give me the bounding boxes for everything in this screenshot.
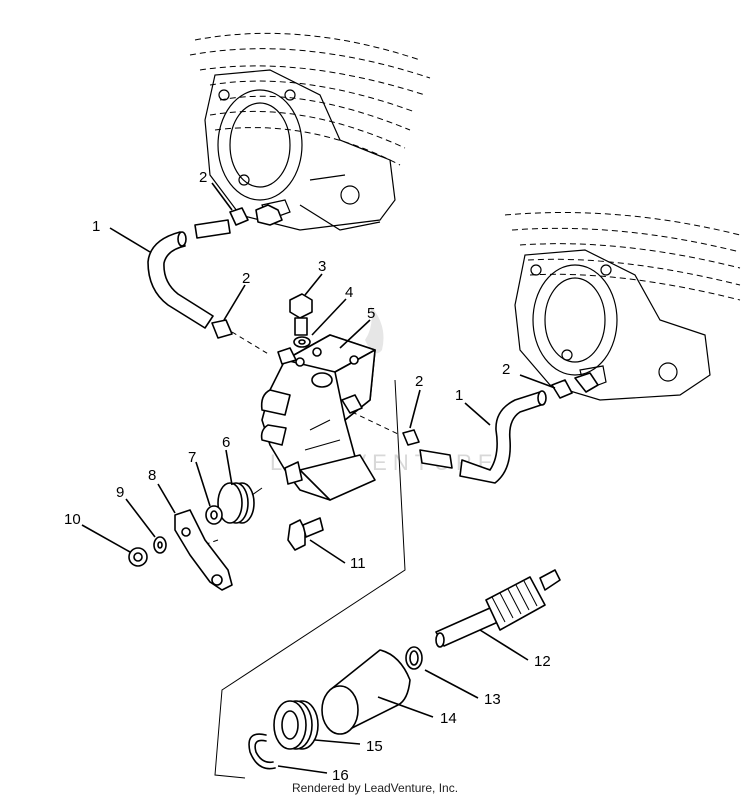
callout-12: 12 (534, 653, 551, 670)
callout-6: 6 (222, 434, 230, 451)
drive-sleeve (321, 649, 411, 735)
callout-9: 9 (116, 484, 124, 501)
render-credit: Rendered by LeadVenture, Inc. (291, 781, 459, 795)
callout-16: 16 (332, 767, 349, 784)
callout-10: 10 (64, 511, 81, 528)
callout-2: 2 (502, 361, 510, 378)
hose-clamp-mid-left (211, 319, 233, 339)
banjo-bolt (289, 293, 313, 336)
oil-line-left (147, 219, 231, 329)
callout-3: 3 (318, 258, 326, 275)
flat-washer (205, 505, 223, 525)
hose-clamp-upper-right (551, 372, 599, 399)
callout-4: 4 (345, 284, 353, 301)
engine-cylinder-right (504, 212, 741, 401)
lever-nut (128, 547, 148, 567)
leader-lines (81, 182, 556, 774)
oil-pump-body (260, 334, 376, 501)
hose-clamp-upper-left (229, 204, 283, 226)
pump-spring (217, 482, 263, 524)
callout-labels: 1 2 2 3 4 5 6 7 8 9 10 11 2 1 2 12 13 14… (64, 169, 551, 784)
callout-13: 13 (484, 691, 501, 708)
control-lever (174, 509, 233, 591)
callout-2: 2 (199, 169, 207, 186)
sealing-washer (293, 336, 311, 348)
pump-mounting-bolt (287, 517, 324, 551)
callout-2: 2 (242, 270, 250, 287)
callout-5: 5 (367, 305, 375, 322)
callout-1: 1 (455, 387, 463, 404)
callout-15: 15 (366, 738, 383, 755)
pump-drive-shaft (435, 569, 561, 648)
engine-cylinder-left (189, 32, 431, 231)
shaft-o-ring (405, 646, 423, 670)
oil-seal (273, 700, 319, 750)
callout-11: 11 (350, 555, 366, 572)
hose-clamp-right (402, 429, 420, 446)
lever-washer (153, 536, 167, 554)
callout-1: 1 (92, 218, 100, 235)
oil-line-right (419, 390, 547, 484)
callout-8: 8 (148, 467, 156, 484)
callout-7: 7 (188, 449, 196, 466)
callout-2: 2 (415, 373, 423, 390)
callout-14: 14 (440, 710, 457, 727)
snap-ring (248, 733, 276, 770)
